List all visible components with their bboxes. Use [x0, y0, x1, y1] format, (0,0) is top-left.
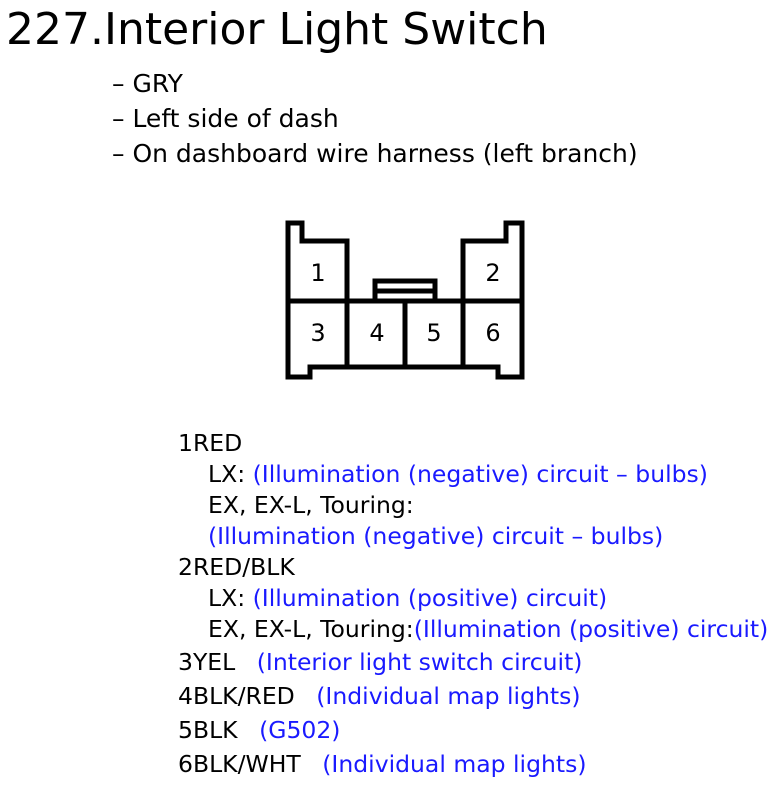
pin-3: 3YEL (Interior light switch circuit) [178, 648, 583, 676]
pin-1-ex-desc: (Illumination (negative) circuit – bulbs… [208, 522, 664, 550]
connector-color: – GRY [112, 69, 183, 98]
pin-2-lx: LX: (Illumination (positive) circuit) [208, 584, 608, 612]
title-text: Interior Light Switch [103, 4, 548, 55]
title-number: 227. [6, 4, 104, 55]
pin-2-header: 2RED/BLK [178, 553, 295, 581]
pin-6: 6BLK/WHT (Individual map lights) [178, 750, 587, 778]
pin-list: 1RED LX: (Illumination (negative) circui… [178, 428, 768, 781]
pin-1-ex: EX, EX-L, Touring: [208, 491, 414, 519]
cell-3: 3 [310, 319, 325, 347]
connector-diagram: 1 2 3 4 5 6 [285, 220, 525, 380]
connector-housing [285, 220, 525, 380]
cell-6: 6 [485, 319, 500, 347]
pin-4: 4BLK/RED (Individual map lights) [178, 682, 581, 710]
pin-5: 5BLK (G502) [178, 716, 341, 744]
cell-1: 1 [310, 259, 325, 287]
connector-harness: – On dashboard wire harness (left branch… [112, 139, 638, 168]
pin-2-ex: EX, EX-L, Touring:(Illumination (positiv… [208, 615, 769, 643]
cell-4: 4 [369, 319, 384, 347]
page-title: 227.Interior Light Switch [6, 0, 548, 60]
pin-1-lx: LX: (Illumination (negative) circuit – b… [208, 460, 708, 488]
connector-location: – Left side of dash [112, 104, 339, 133]
cell-2: 2 [485, 259, 500, 287]
connector-info-list: – GRY – Left side of dash – On dashboard… [112, 66, 638, 171]
pin-1-header: 1RED [178, 429, 243, 457]
cell-5: 5 [426, 319, 441, 347]
